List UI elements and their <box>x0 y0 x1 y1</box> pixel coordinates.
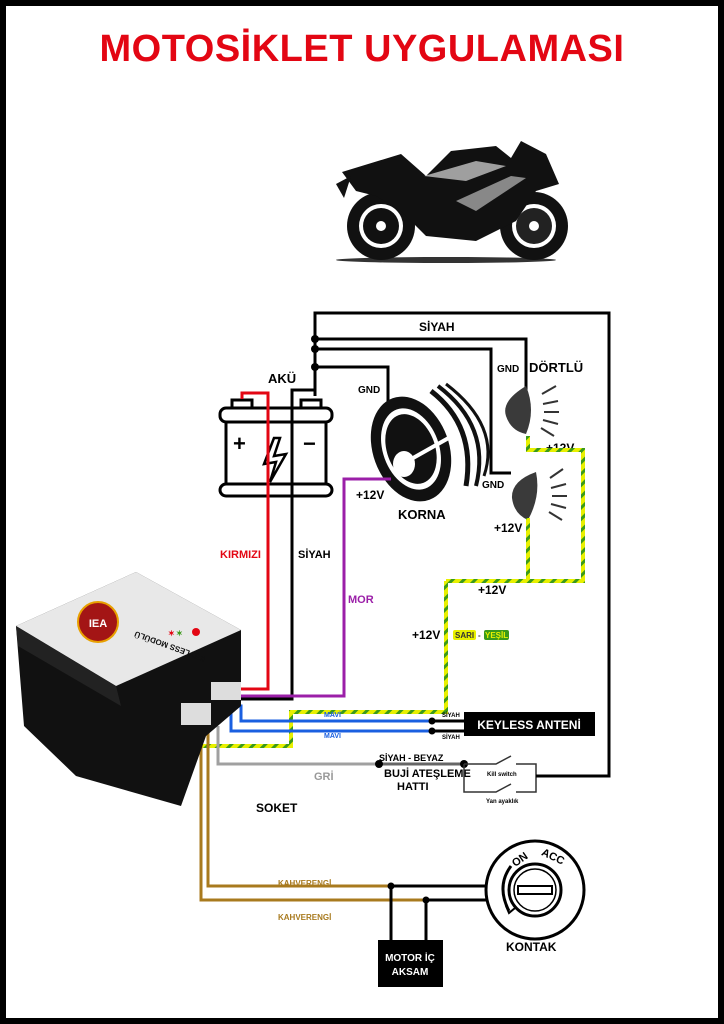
battery-icon <box>218 398 334 498</box>
horn-gnd-label: GND <box>358 385 380 396</box>
engine-box <box>378 940 443 987</box>
wiring-diagram: SİYAH + − AKÜ KIRMIZI SİYAH <box>16 141 611 987</box>
svg-text:YEŞİL: YEŞİL <box>485 631 508 640</box>
keyless-antenna-box <box>464 712 595 736</box>
ignition-wire-label: SİYAH - BEYAZ <box>379 753 444 763</box>
module-connector-top <box>211 682 241 700</box>
battery-plus: + <box>233 431 246 456</box>
socket-label: SOKET <box>256 801 298 815</box>
hazard-gnd-top: GND <box>497 364 519 375</box>
kill-switch-label: Kill switch <box>487 772 517 778</box>
module-program-button[interactable] <box>192 628 200 636</box>
horn-label: KORNA <box>398 507 446 522</box>
hazard-v12-bottom: +12V <box>494 521 522 535</box>
horn-icon <box>370 382 490 502</box>
wire-label-black: SİYAH <box>298 548 331 561</box>
wire-label-red: KIRMIZI <box>220 549 261 561</box>
keyless-antenna-label: KEYLESS ANTENİ <box>477 717 581 732</box>
engine-label-2: AKSAM <box>392 967 429 978</box>
kill-switch-icon[interactable] <box>463 755 537 793</box>
battery-label: AKÜ <box>268 371 296 386</box>
wire-label-purple: MOR <box>348 594 374 606</box>
module-led-green-icon: ✶ <box>176 629 183 638</box>
wire-purple <box>226 477 391 698</box>
wire-label-grey: GRİ <box>314 770 334 783</box>
ignition-line-label-2: HATTI <box>397 781 429 793</box>
side-stand-label: Yan ayaklık <box>486 799 519 805</box>
wire-label-brown-bottom: KAHVERENGİ <box>278 913 331 922</box>
keyless-module: IEA ✶ ✶ KEYLESS MODÜLÜ <box>16 572 241 806</box>
ignition-key-icon[interactable] <box>484 839 586 941</box>
antenna-wire-top-label: SİYAH <box>442 712 460 719</box>
wire-label-yellow-green: SARI - YEŞİL <box>453 630 509 640</box>
svg-text:SARI: SARI <box>455 631 474 640</box>
wire-brown-bottom <box>199 731 426 902</box>
junction-dot <box>311 345 319 353</box>
svg-text:IEA: IEA <box>89 618 107 630</box>
ignition-line-label-1: BUJİ ATEŞLEME <box>384 767 471 780</box>
module-logo <box>77 601 119 643</box>
horn-v12-label: +12V <box>356 488 384 502</box>
svg-text:-: - <box>478 631 481 640</box>
wire-red <box>234 391 270 691</box>
ignition-key-label: KONTAK <box>506 940 557 954</box>
wire-label-yg-v12-main: +12V <box>478 583 506 597</box>
hazard-lamp-bottom-icon <box>511 468 567 521</box>
wire-label-top-black: SİYAH <box>419 319 455 334</box>
wire-label-blue-bottom: MAVİ <box>324 732 341 740</box>
motorcycle-icon <box>336 141 568 263</box>
hazard-label: DÖRTLÜ <box>529 360 583 375</box>
wire-label-yg-v12-left: +12V <box>412 628 440 642</box>
antenna-wire-bottom-label: SİYAH <box>442 734 460 741</box>
junction-dot <box>311 335 319 343</box>
junction-dot <box>311 363 319 371</box>
wire-black <box>218 388 317 701</box>
wire-label-brown-top: KAHVERENGİ <box>278 879 331 888</box>
engine-label-1: MOTOR İÇ <box>385 951 435 964</box>
module-connector-bottom <box>181 703 211 725</box>
hazard-lamp-top-icon <box>505 385 559 437</box>
module-led-red-icon: ✶ <box>168 629 175 638</box>
wire-black-top <box>311 311 611 778</box>
wire-grey <box>216 726 379 766</box>
hazard-gnd-bottom: GND <box>482 480 504 491</box>
wire-label-blue-top: MAVİ <box>324 711 341 719</box>
page-title: MOTOSİKLET UYGULAMASI <box>99 28 625 70</box>
battery-minus: − <box>303 431 316 456</box>
wire-brown-top <box>206 731 391 888</box>
